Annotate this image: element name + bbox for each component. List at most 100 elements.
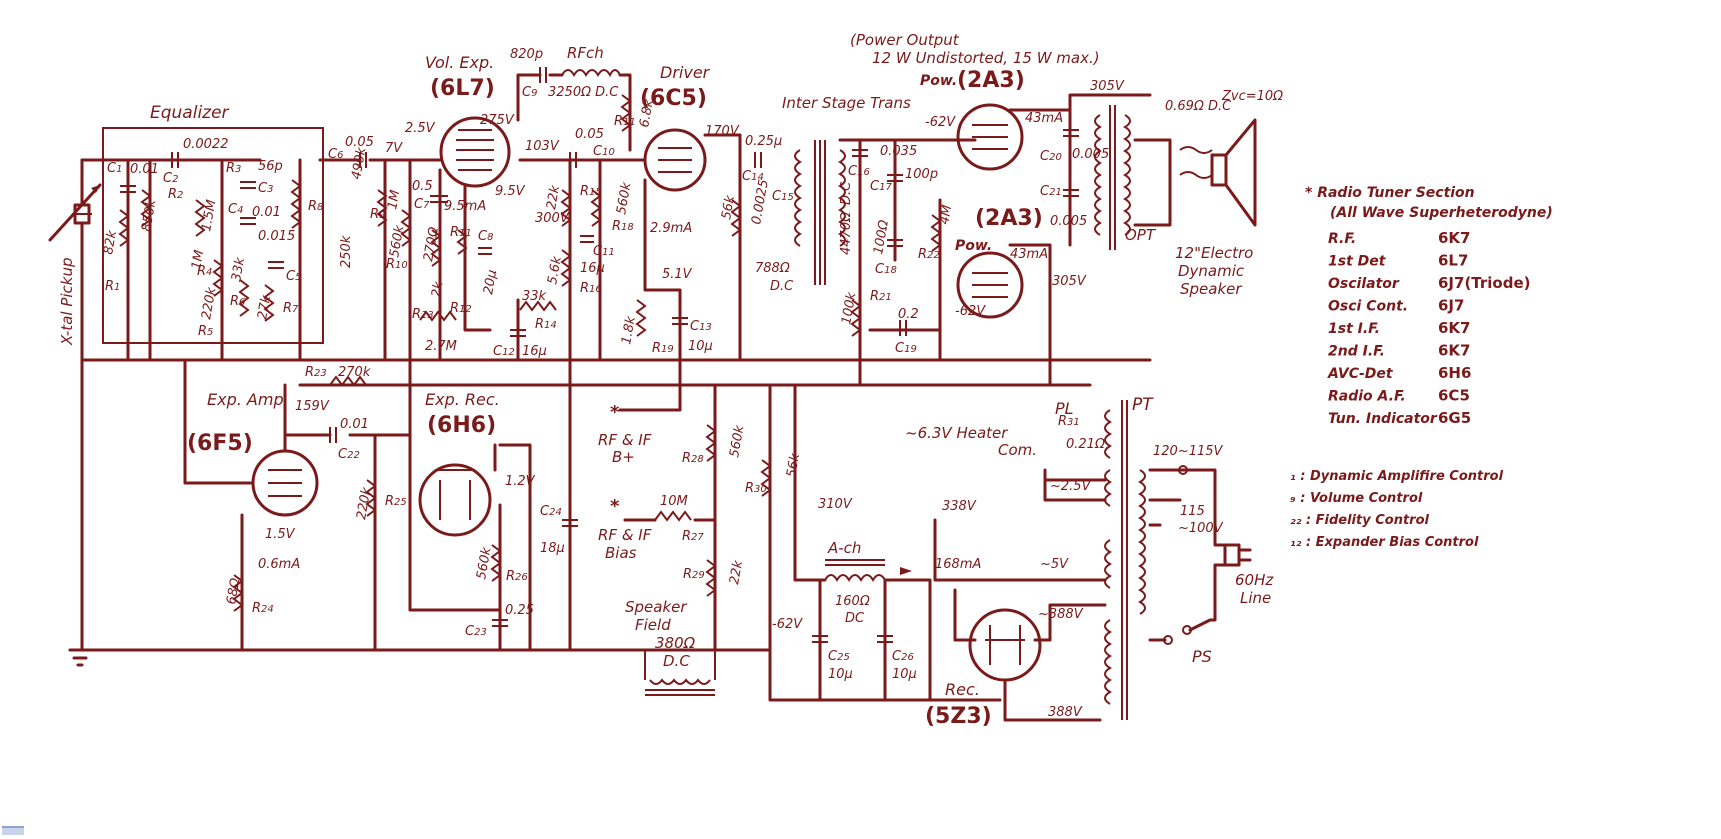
svg-text:22k: 22k	[544, 184, 563, 211]
svg-text:159V: 159V	[295, 399, 330, 414]
legend-row-label: AVC-Det	[1327, 366, 1394, 382]
legend-row-label: Radio A.F.	[1328, 389, 1406, 405]
tube-2a3-top-function: Pow.	[920, 73, 957, 89]
svg-text:0.01: 0.01	[252, 205, 281, 220]
svg-text:0.2: 0.2	[898, 307, 919, 322]
svg-text:1M: 1M	[385, 189, 403, 211]
tube-6l7-function: Vol. Exp.	[425, 53, 494, 72]
svg-text:R26: R26	[506, 569, 528, 584]
legend-row-label: 1st Det	[1328, 254, 1387, 270]
tube-6c5-driver: Driver (6C5) 170V 0.05 C10 22k R15 300V …	[493, 63, 794, 652]
svg-text:C18: C18	[875, 262, 897, 277]
svg-text:27k: 27k	[255, 294, 274, 321]
svg-text:C21: C21	[1040, 184, 1062, 199]
power-supply-filter: R30 56k 310V -62V A-ch 160Ω DC C25 10μ C…	[745, 383, 1002, 702]
svg-text:388V: 388V	[1048, 705, 1083, 720]
svg-text:2.9mA: 2.9mA	[650, 221, 692, 236]
svg-text:16μ: 16μ	[580, 261, 605, 276]
svg-text:490k: 490k	[349, 146, 369, 181]
svg-text:10μ: 10μ	[892, 667, 917, 682]
asterisk-bplus: *	[610, 402, 620, 423]
ach-label: A-ch	[827, 539, 861, 557]
svg-text:C6: C6	[328, 147, 343, 162]
svg-text:170V: 170V	[705, 124, 740, 139]
rfch-label: RFch	[567, 44, 604, 62]
ist-dc-secondary-unit: D.C	[839, 181, 854, 205]
control-3: ₂₂ : Fidelity Control	[1290, 513, 1430, 528]
legend-row-label: 1st I.F.	[1328, 321, 1380, 337]
svg-text:R2: R2	[168, 187, 183, 202]
pickup-label: X-tal Pickup	[58, 258, 76, 347]
svg-text:2k: 2k	[429, 280, 447, 299]
svg-text:C22: C22	[338, 447, 360, 462]
ist-dc-primary: 788Ω	[755, 261, 790, 276]
legend-title: * Radio Tuner Section	[1305, 185, 1475, 201]
tube-5z3-type: (5Z3)	[925, 704, 992, 729]
asterisk-bias: *	[610, 496, 620, 517]
tap-120: 120~115V	[1153, 444, 1224, 459]
svg-text:R11: R11	[614, 114, 636, 129]
svg-text:-62V: -62V	[955, 304, 986, 319]
crystal-pickup: X-tal Pickup	[48, 158, 102, 362]
svg-text:C23: C23	[465, 624, 487, 639]
legend-row-label: R.F.	[1328, 231, 1356, 247]
svg-text:68Ω: 68Ω	[224, 577, 243, 606]
ps-label: PS	[1192, 647, 1212, 666]
tube-6c5-function: Driver	[660, 63, 711, 82]
window-fragment-icon	[2, 826, 24, 835]
pt-label: PT	[1132, 395, 1154, 415]
svg-text:820p: 820p	[510, 47, 543, 62]
tuner-legend: * Radio Tuner Section (All Wave Superhet…	[1305, 185, 1553, 427]
svg-text:9.5mA: 9.5mA	[444, 199, 486, 214]
tube-6h6-type: (6H6)	[427, 413, 496, 438]
spk-field-line4: D.C	[663, 652, 690, 670]
tube-6f5-function-line: Exp. Amp.	[207, 390, 289, 409]
svg-text:33k: 33k	[522, 289, 547, 304]
svg-text:168mA: 168mA	[935, 557, 981, 572]
svg-text:338V: 338V	[942, 499, 977, 514]
svg-text:~2.5V: ~2.5V	[1050, 479, 1092, 494]
svg-text:0.035: 0.035	[880, 144, 917, 159]
svg-text:6.8k: 6.8k	[637, 98, 657, 129]
svg-text:C4: C4	[228, 202, 243, 217]
tube-2a3-top-type: (2A3)	[957, 68, 1025, 93]
svg-text:220k: 220k	[354, 486, 374, 521]
svg-text:0.05: 0.05	[345, 135, 374, 150]
svg-text:82k: 82k	[101, 229, 120, 256]
speaker-field: Speaker Field 380Ω D.C	[625, 598, 716, 696]
svg-text:C10: C10	[593, 144, 615, 159]
power-transformer: PT PL ~6.3V Heater Com. R31 0.21Ω ~2.5V …	[905, 395, 1274, 720]
spk-field-line2: Field	[635, 616, 671, 634]
svg-text:R28: R28	[682, 451, 704, 466]
tap-115: 115	[1180, 504, 1205, 519]
svg-text:305V: 305V	[1090, 79, 1125, 94]
tube-6c5-type: (6C5)	[640, 86, 707, 111]
svg-text:0.25μ: 0.25μ	[745, 134, 782, 149]
legend-row-tube: 6G5	[1438, 409, 1471, 427]
svg-text:56k: 56k	[719, 194, 738, 221]
svg-text:C8: C8	[478, 229, 493, 244]
heater-line1: ~6.3V Heater	[905, 424, 1008, 442]
ist-dc-secondary: 4470Ω	[839, 212, 854, 255]
svg-text:R31: R31	[1058, 414, 1080, 429]
interstage-label: Inter Stage Trans	[782, 94, 911, 112]
legend-row-tube: 6C5	[1438, 387, 1470, 405]
svg-text:C5: C5	[286, 269, 301, 284]
ground-rail	[68, 358, 1152, 667]
svg-text:0.0025: 0.0025	[749, 178, 772, 225]
svg-text:1.2V: 1.2V	[505, 474, 536, 489]
svg-text:-62V: -62V	[772, 617, 803, 632]
svg-text:C24: C24	[540, 504, 562, 519]
svg-text:C16: C16	[848, 164, 870, 179]
control-2: ₉ : Volume Control	[1290, 491, 1423, 506]
ach-dc-unit: DC	[845, 611, 865, 626]
svg-text:0.25: 0.25	[505, 603, 534, 618]
rf-if-supply: C24 18μ * RF & IF B+ * RF & IF Bias 10M …	[540, 383, 748, 652]
power-output-line2: 12 W Undistorted, 15 W max.)	[872, 49, 1100, 67]
ist-dc-primary-unit: D.C	[770, 279, 794, 294]
tap-100: ~100V	[1178, 521, 1224, 536]
svg-text:R19: R19	[652, 341, 674, 356]
svg-text:4M: 4M	[937, 204, 955, 226]
svg-text:R25: R25	[385, 494, 407, 509]
